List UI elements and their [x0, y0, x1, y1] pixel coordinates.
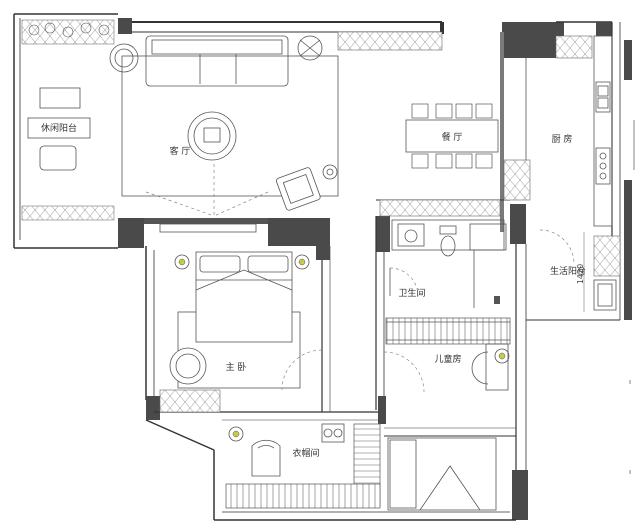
bathroom: 卫生间	[389, 219, 507, 308]
room-label-master-bedroom: 主 卧	[226, 361, 247, 373]
leisure-balcony: 休闲阳台	[21, 19, 115, 221]
kids-room: 儿童房	[383, 317, 511, 511]
dining-room: 餐 厅	[379, 103, 501, 217]
room-label-leisure-balcony: 休闲阳台	[41, 122, 77, 134]
room-label-kids-room: 儿童房	[434, 353, 461, 365]
service-balcony: 生活阳台 1420	[539, 229, 621, 312]
stove-icon	[595, 147, 611, 185]
room-label-bathroom: 卫生间	[398, 287, 425, 299]
bed-icon	[195, 251, 293, 343]
room-label-service-balcony: 生活阳台	[550, 265, 586, 277]
kitchen: 厨 房	[503, 35, 613, 227]
lamp-icon	[174, 254, 310, 270]
lamp-icon	[322, 164, 338, 180]
toilet-icon	[439, 225, 457, 257]
side-table-icon	[109, 43, 139, 73]
bed-icon	[387, 437, 497, 511]
master-bedroom: 主 卧	[159, 251, 323, 413]
plant-icon	[28, 22, 110, 38]
room-label-kitchen: 厨 房	[552, 133, 573, 145]
armchair-icon	[276, 167, 321, 211]
tv-cabinet	[337, 31, 443, 51]
lamp-icon	[228, 426, 244, 442]
room-label-walk-in-closet: 衣帽间	[292, 447, 319, 459]
walk-in-closet: 衣帽间	[225, 423, 381, 509]
armchair-icon	[169, 347, 207, 385]
exterior-walls	[13, 13, 632, 521]
dimension-service-balcony: 1420	[576, 264, 585, 284]
lamp-icon	[494, 348, 510, 364]
room-label-living-room: 客 厅	[170, 145, 191, 157]
sink-icon	[595, 81, 611, 113]
floor-lamp-icon	[297, 35, 323, 61]
living-room: 客 厅	[109, 35, 339, 233]
vanity-stool-icon	[251, 439, 281, 477]
coffee-table-icon	[187, 111, 237, 161]
window-marks	[629, 120, 635, 474]
room-label-dining-room: 餐 厅	[442, 131, 463, 143]
